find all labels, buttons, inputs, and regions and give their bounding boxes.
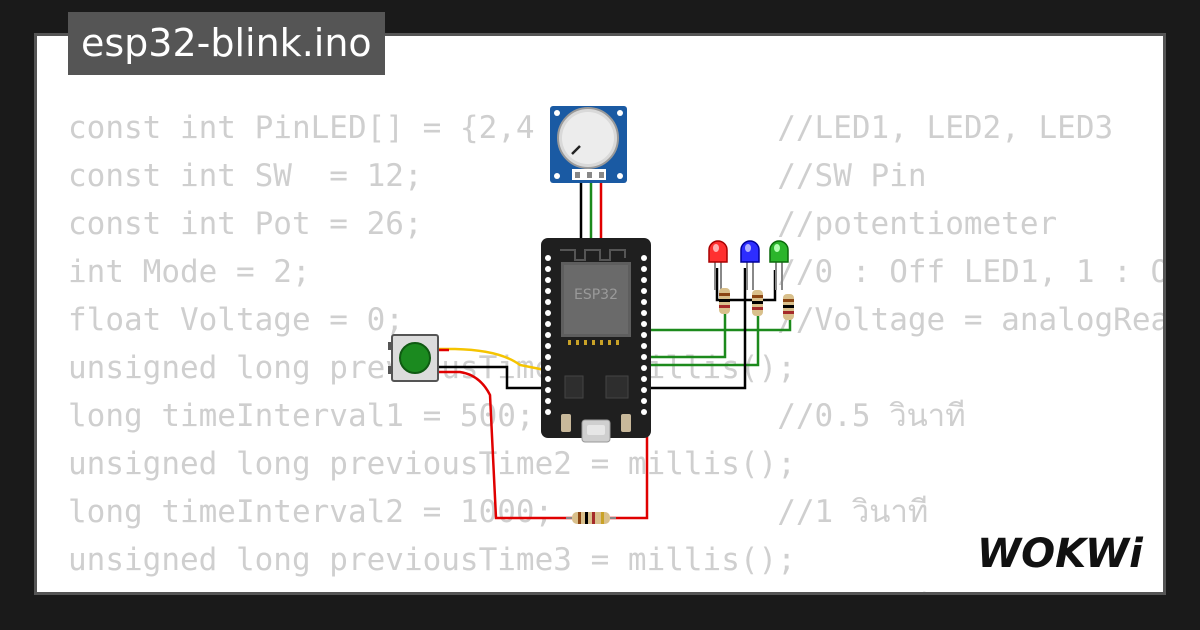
code-line: unsigned long previousTime1 = millis(); <box>68 350 796 386</box>
code-line: const int PinLED[] = {2,4 //LED1, LED2, … <box>68 110 1114 146</box>
code-line: int Mode = 2; //0 : Off LED1, 1 : On LED… <box>68 254 1163 290</box>
wire-led3 <box>648 310 792 332</box>
project-title: esp32-blink.ino <box>68 12 385 75</box>
esp32-board[interactable]: ESP32 <box>541 238 651 443</box>
code-line: long timeInterval2 = 1000; //1 วินาที <box>68 494 929 530</box>
esp32-label: ESP32 <box>574 287 618 303</box>
knob-indicator <box>571 145 581 155</box>
code-line: long timeInterval1 = 500; //0.5 วินาที <box>68 398 966 434</box>
potentiometer-module[interactable] <box>550 106 627 183</box>
resistor-led2 <box>752 290 763 316</box>
wokwi-logo-text: WOKWi <box>977 531 1144 577</box>
led-green[interactable] <box>769 240 789 290</box>
wire-button-red-resistor <box>437 370 572 520</box>
led-blue[interactable] <box>740 240 760 290</box>
wire-led-ground <box>648 268 777 390</box>
wokwi-logo: WOKWi <box>977 531 1144 577</box>
push-button[interactable] <box>388 334 439 382</box>
resistor-led1 <box>719 288 730 314</box>
code-line: long timeInterval3 = 2000; //2 วินาที <box>68 584 1163 592</box>
code-line: const int SW = 12; //SW Pin <box>68 158 927 194</box>
resistor-led3 <box>783 294 794 320</box>
code-line: unsigned long previousTime3 = millis(); <box>68 542 796 578</box>
code-line: float Voltage = 0; //Voltage = analogRea… <box>68 302 1166 338</box>
wire-button-yellow <box>437 347 546 372</box>
wire-led2 <box>648 305 760 367</box>
code-line: const int Pot = 26; //potentiometer <box>68 206 1058 242</box>
wire-button-black <box>437 365 560 390</box>
code-line: unsigned long previousTime2 = millis(); <box>68 446 796 482</box>
led-red[interactable] <box>708 240 728 290</box>
resistor-button <box>566 512 616 524</box>
code-preview: const int PinLED[] = {2,4 //LED1, LED2, … <box>68 104 1166 592</box>
wire-led1 <box>648 300 727 359</box>
